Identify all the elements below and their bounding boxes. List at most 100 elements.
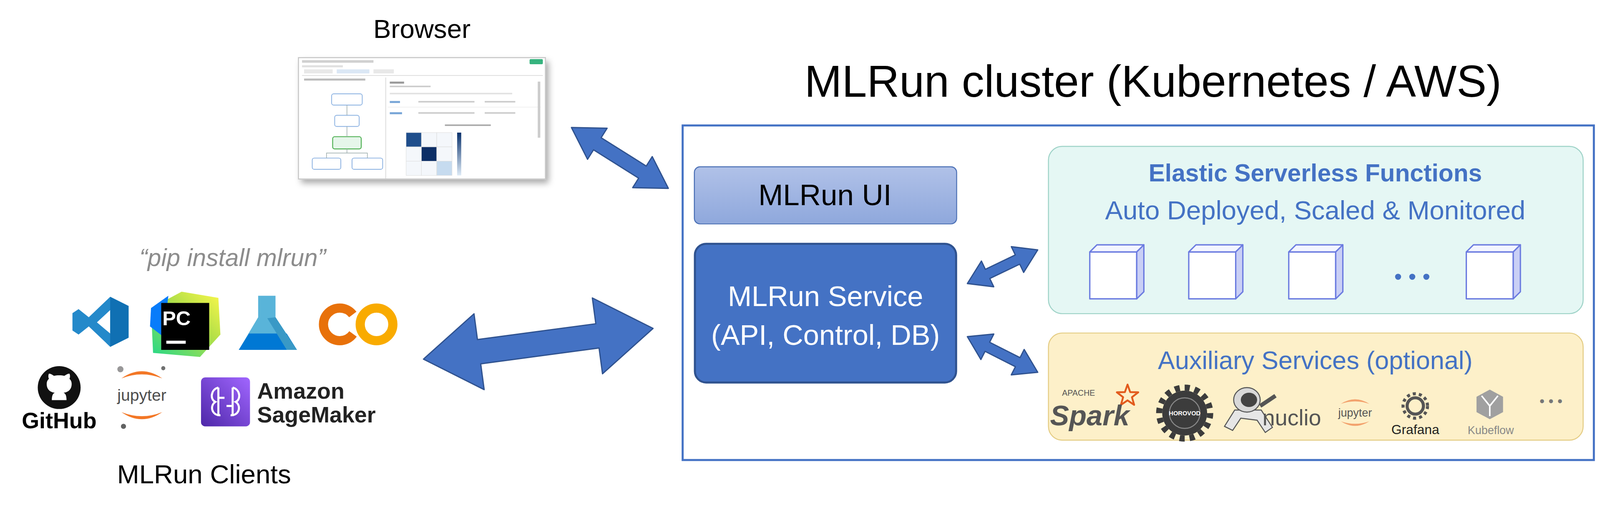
nuclio-logo xyxy=(1233,387,1261,413)
client-group: “pip install mlrun”MLRun Clients xyxy=(20,239,409,490)
jupyter-logo xyxy=(121,412,163,420)
logo-text: APACHE xyxy=(1061,389,1095,398)
nuclio-logo xyxy=(1240,392,1258,408)
logo-text: Kubeflow xyxy=(1467,425,1515,437)
browser-screenshot xyxy=(304,69,333,74)
kubeflow-logo xyxy=(1476,389,1504,420)
kubeflow-logo xyxy=(1476,389,1504,420)
browser-screenshot xyxy=(312,93,383,170)
jupyter-logo xyxy=(121,371,163,379)
logo-text: jupyter xyxy=(117,387,167,404)
pycharm-logo xyxy=(150,291,221,358)
browser-screenshot xyxy=(301,59,543,179)
logo-text: Amazon SageMaker xyxy=(256,379,400,427)
browser-screenshot xyxy=(331,93,363,106)
azure-ml-logo xyxy=(238,295,297,350)
browser-screenshot xyxy=(418,100,475,103)
cluster-boundary: MLRun cluster (Kubernetes / AWS)MLRun UI… xyxy=(681,124,1595,461)
grafana-logo xyxy=(1407,397,1424,415)
browser-screenshot xyxy=(421,146,437,162)
function-cube xyxy=(1136,244,1144,300)
block-arrow xyxy=(967,334,1038,375)
ui-box: MLRun UI xyxy=(694,166,958,225)
browser-screenshot xyxy=(332,136,362,149)
logo-text: Grafana xyxy=(1391,422,1440,437)
vscode-logo xyxy=(110,296,129,348)
browser-screenshot xyxy=(352,158,383,170)
colab-logo xyxy=(323,308,393,341)
function-cube xyxy=(1089,244,1145,252)
function-cube xyxy=(1466,251,1514,300)
browser-screenshot xyxy=(436,132,453,147)
browser-screenshot xyxy=(406,132,422,147)
browser-screenshot xyxy=(334,115,360,127)
browser-screenshot xyxy=(406,132,453,176)
colab-logo xyxy=(360,308,393,341)
functions-panel: Elastic Serverless FunctionsAuto Deploye… xyxy=(1047,145,1584,315)
box-label: MLRun UI xyxy=(694,167,956,223)
logo-text: Spark xyxy=(1050,402,1130,431)
logo-text: jupyter xyxy=(1338,407,1372,419)
function-cube xyxy=(1466,244,1521,252)
browser-screenshot xyxy=(421,161,437,176)
browser-screenshot xyxy=(301,60,374,63)
browser-screenshot xyxy=(484,112,516,114)
azure-ml-logo xyxy=(238,295,297,350)
pycharm-logo xyxy=(166,340,186,344)
pycharm-logo xyxy=(161,302,210,350)
horovod-logo xyxy=(1159,387,1211,439)
vscode-logo xyxy=(72,296,129,348)
function-cube xyxy=(1188,244,1243,252)
jupyter-logo xyxy=(1340,421,1370,426)
browser-screenshot xyxy=(445,124,491,126)
logo-text: GitHub xyxy=(21,410,97,433)
service-box: MLRun Service(API, Control, DB) xyxy=(694,242,958,384)
function-cube xyxy=(1235,244,1243,300)
browser-screenshot xyxy=(529,59,544,65)
browser-screenshot xyxy=(304,78,366,81)
cluster-title: MLRun cluster (Kubernetes / AWS) xyxy=(642,52,1600,111)
browser-screenshot xyxy=(421,132,437,147)
box-subtitle: (API, Control, DB) xyxy=(695,317,955,355)
github-logo xyxy=(46,373,72,400)
jupyter-logo xyxy=(120,423,126,429)
jupyter-logo xyxy=(161,366,166,371)
browser-screenshot xyxy=(537,81,541,139)
browser-screenshot xyxy=(457,132,462,176)
browser-window: Browser xyxy=(297,57,546,180)
colab-logo xyxy=(323,308,357,341)
sagemaker-logo xyxy=(211,387,240,416)
browser-screenshot xyxy=(385,77,387,179)
block-arrow xyxy=(967,246,1038,287)
browser-screenshot xyxy=(389,93,513,95)
logo-text: HOROVOD xyxy=(1168,410,1201,417)
browser-screenshot xyxy=(484,100,516,103)
azure-ml-logo xyxy=(267,317,297,350)
logo-text: nuclio xyxy=(1262,407,1322,430)
browser-screenshot xyxy=(418,112,475,114)
nuclio-logo xyxy=(1260,395,1276,406)
github-logo xyxy=(46,373,72,400)
horovod-logo xyxy=(1159,387,1211,439)
browser-screenshot xyxy=(436,146,453,162)
jupyter-logo xyxy=(1340,399,1370,405)
logo-text: PC xyxy=(162,308,191,329)
function-cube xyxy=(1288,251,1336,300)
browser-screenshot xyxy=(389,100,400,104)
horovod-logo xyxy=(1162,390,1208,436)
panel-subtitle: Auto Deployed, Scaled & Monitored xyxy=(1049,194,1582,225)
function-cube xyxy=(1089,244,1521,300)
jupyter-logo xyxy=(117,366,124,373)
browser-screenshot xyxy=(389,112,403,115)
block-arrow xyxy=(571,127,669,189)
browser-screenshot xyxy=(312,158,341,170)
github-logo xyxy=(37,366,81,410)
kubeflow-logo xyxy=(1481,395,1498,417)
browser-screenshot xyxy=(389,85,431,88)
browser-screenshot xyxy=(301,65,343,68)
browser-screenshot xyxy=(326,105,368,159)
panel-heading: Auxiliary Services (optional) xyxy=(1049,344,1582,375)
